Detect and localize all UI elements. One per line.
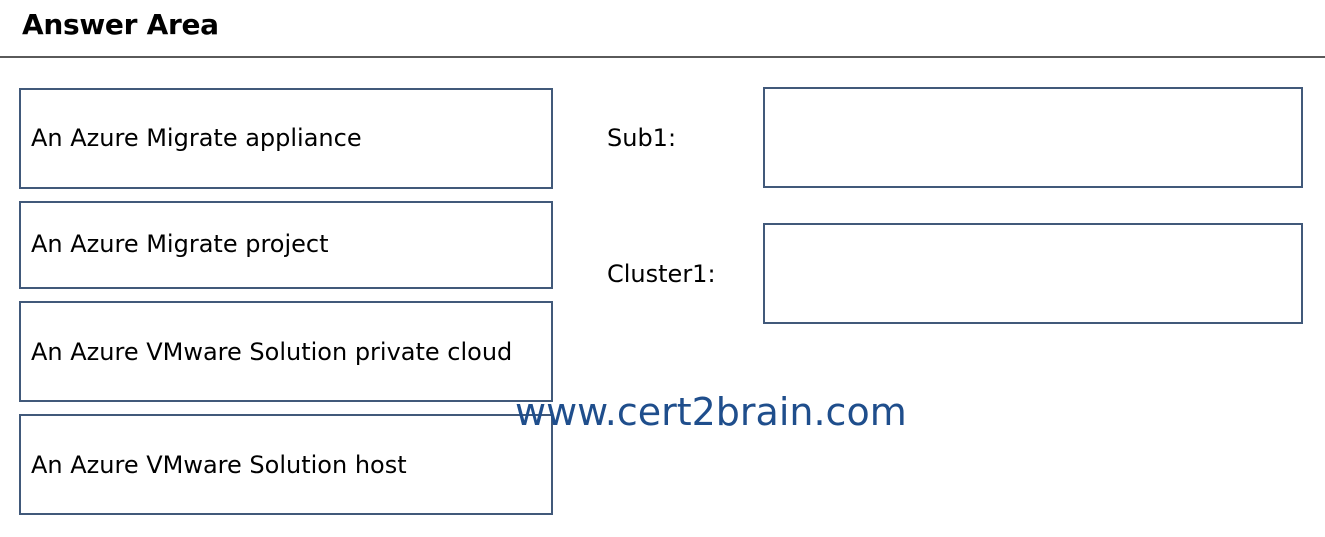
option-label: An Azure Migrate appliance	[31, 123, 362, 152]
option-avs-host[interactable]: An Azure VMware Solution host	[19, 414, 553, 515]
option-azure-migrate-project[interactable]: An Azure Migrate project	[19, 201, 553, 289]
header-divider	[0, 56, 1325, 58]
option-label: An Azure Migrate project	[31, 230, 329, 258]
target-label-cluster1: Cluster1:	[607, 260, 716, 288]
option-label: An Azure VMware Solution host	[31, 450, 407, 479]
option-avs-private-cloud[interactable]: An Azure VMware Solution private cloud	[19, 301, 553, 402]
answer-area-title: Answer Area	[22, 8, 219, 41]
drop-target-cluster1[interactable]	[763, 223, 1303, 324]
option-azure-migrate-appliance[interactable]: An Azure Migrate appliance	[19, 88, 553, 189]
option-label: An Azure VMware Solution private cloud	[31, 337, 513, 366]
drop-target-sub1[interactable]	[763, 87, 1303, 188]
watermark-text: www.cert2brain.com	[515, 390, 907, 434]
target-label-sub1: Sub1:	[607, 124, 677, 152]
